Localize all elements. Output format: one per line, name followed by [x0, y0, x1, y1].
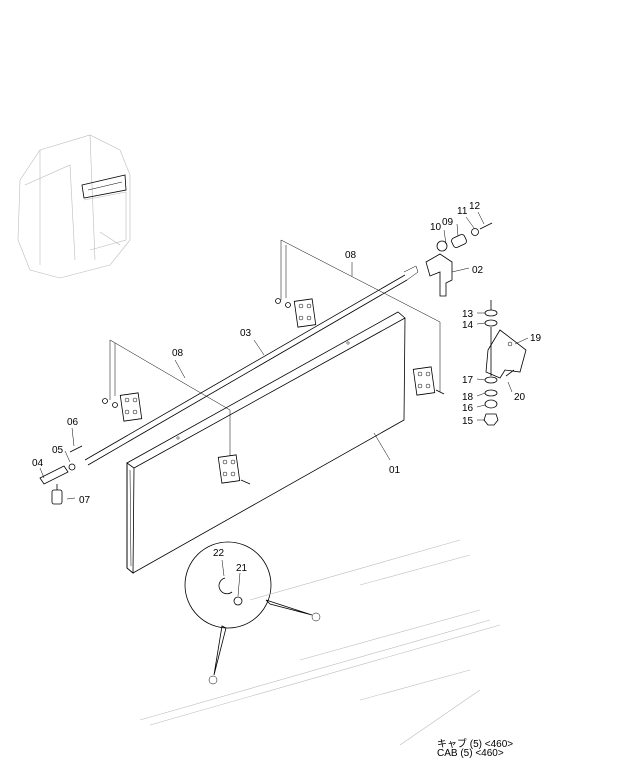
- label-04: 04: [32, 458, 44, 469]
- detail-circle: [184, 541, 321, 685]
- leader-lines: [39, 211, 529, 597]
- label-08-upper: 08: [345, 250, 357, 261]
- label-01: 01: [389, 465, 401, 476]
- hinge-upper: [275, 298, 317, 328]
- latch-assembly-left: [39, 445, 83, 505]
- hinge-right: [412, 366, 445, 396]
- rod-03: [84, 265, 419, 466]
- label-07: 07: [79, 495, 91, 506]
- caption-en: CAB (5) <460>: [437, 748, 504, 759]
- label-08-lower: 08: [172, 348, 184, 359]
- cab-thumbnail: [17, 134, 131, 279]
- label-02: 02: [472, 265, 484, 276]
- part-labels: 01 02 03 04 05 06 07 08 08 09 10 11 12 1…: [32, 201, 542, 574]
- label-16: 16: [462, 403, 474, 414]
- caption-jp: キャブ (5) <460>: [437, 739, 514, 750]
- label-05: 05: [52, 445, 64, 456]
- hinge-lower: [217, 454, 251, 485]
- latch-assembly-right: [425, 222, 493, 297]
- hinge-left: [102, 392, 143, 422]
- label-10: 10: [430, 222, 442, 233]
- label-12: 12: [469, 201, 481, 212]
- label-09: 09: [442, 217, 454, 228]
- label-19: 19: [530, 333, 542, 344]
- label-22: 22: [213, 548, 225, 559]
- label-17: 17: [462, 375, 474, 386]
- label-11: 11: [457, 206, 468, 217]
- leader-frames: [109, 239, 441, 476]
- label-18: 18: [462, 392, 474, 403]
- panel-01: [126, 311, 406, 574]
- label-21: 21: [236, 563, 248, 574]
- label-20: 20: [514, 392, 526, 403]
- label-15: 15: [462, 416, 474, 427]
- label-14: 14: [462, 320, 474, 331]
- label-03: 03: [240, 328, 252, 339]
- ghost-linkage: [139, 539, 501, 746]
- label-13: 13: [462, 309, 474, 320]
- label-06: 06: [67, 417, 79, 428]
- bracket-assembly: [483, 300, 527, 426]
